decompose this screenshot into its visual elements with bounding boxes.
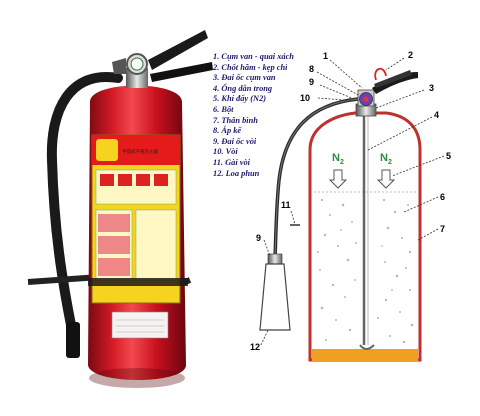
extinguisher-photo: 手提式干粉灭火器	[27, 30, 213, 388]
callout-leaders	[260, 57, 445, 346]
pressure-arrows	[328, 169, 396, 189]
callout-8: 8	[309, 64, 314, 74]
gas-label-left: N2	[332, 152, 344, 166]
safety-pin	[374, 67, 387, 81]
powder-fill	[317, 198, 414, 344]
legend-item: 6. Bột	[213, 104, 234, 114]
callout-9b: 9	[256, 233, 261, 243]
callout-9a: 9	[309, 77, 314, 87]
legend-item: 8. Áp kế	[213, 126, 242, 136]
hose-nut	[267, 253, 283, 265]
legend-item: 7. Thân bình	[213, 115, 258, 125]
parts-legend: 1. Cụm van - quai xách 2. Chốt hãm - kẹp…	[213, 52, 333, 179]
carry-handle	[372, 72, 418, 94]
callout-1: 1	[323, 51, 328, 61]
callout-12: 12	[250, 342, 260, 352]
legend-item: 1. Cụm van - quai xách	[213, 52, 294, 61]
gas-label-right: N2	[380, 152, 392, 166]
callout-4: 4	[434, 110, 439, 120]
legend-item: 2. Chốt hãm - kẹp chì	[213, 62, 288, 72]
legend-item: 12. Loa phun	[213, 168, 260, 178]
svg-text:手提式干粉灭火器: 手提式干粉灭火器	[122, 148, 158, 155]
callout-6: 6	[440, 192, 445, 202]
powder-base	[312, 349, 418, 361]
extinguisher-cross-section: N2 N2	[259, 57, 445, 362]
legend-item: 5. Khí đẩy (N2)	[213, 94, 267, 104]
discharge-horn	[259, 263, 291, 331]
callout-7: 7	[440, 224, 445, 234]
legend-item: 11. Gài vòi	[213, 157, 250, 167]
callout-5: 5	[446, 151, 451, 161]
callout-3: 3	[429, 83, 434, 93]
legend-item: 10. Vòi	[213, 147, 238, 157]
legend-item: 4. Ống dẫn trong	[213, 83, 273, 93]
legend-item: 9. Đai ốc vòi	[213, 136, 257, 146]
callout-2: 2	[408, 50, 413, 60]
callout-11: 11	[281, 200, 291, 210]
callout-numbers: 1 2 3 4 5 6 7 8 9 10 11 9 12	[250, 50, 451, 352]
callout-10: 10	[300, 93, 310, 103]
legend-item: 3. Đai ốc cụm van	[213, 73, 276, 83]
